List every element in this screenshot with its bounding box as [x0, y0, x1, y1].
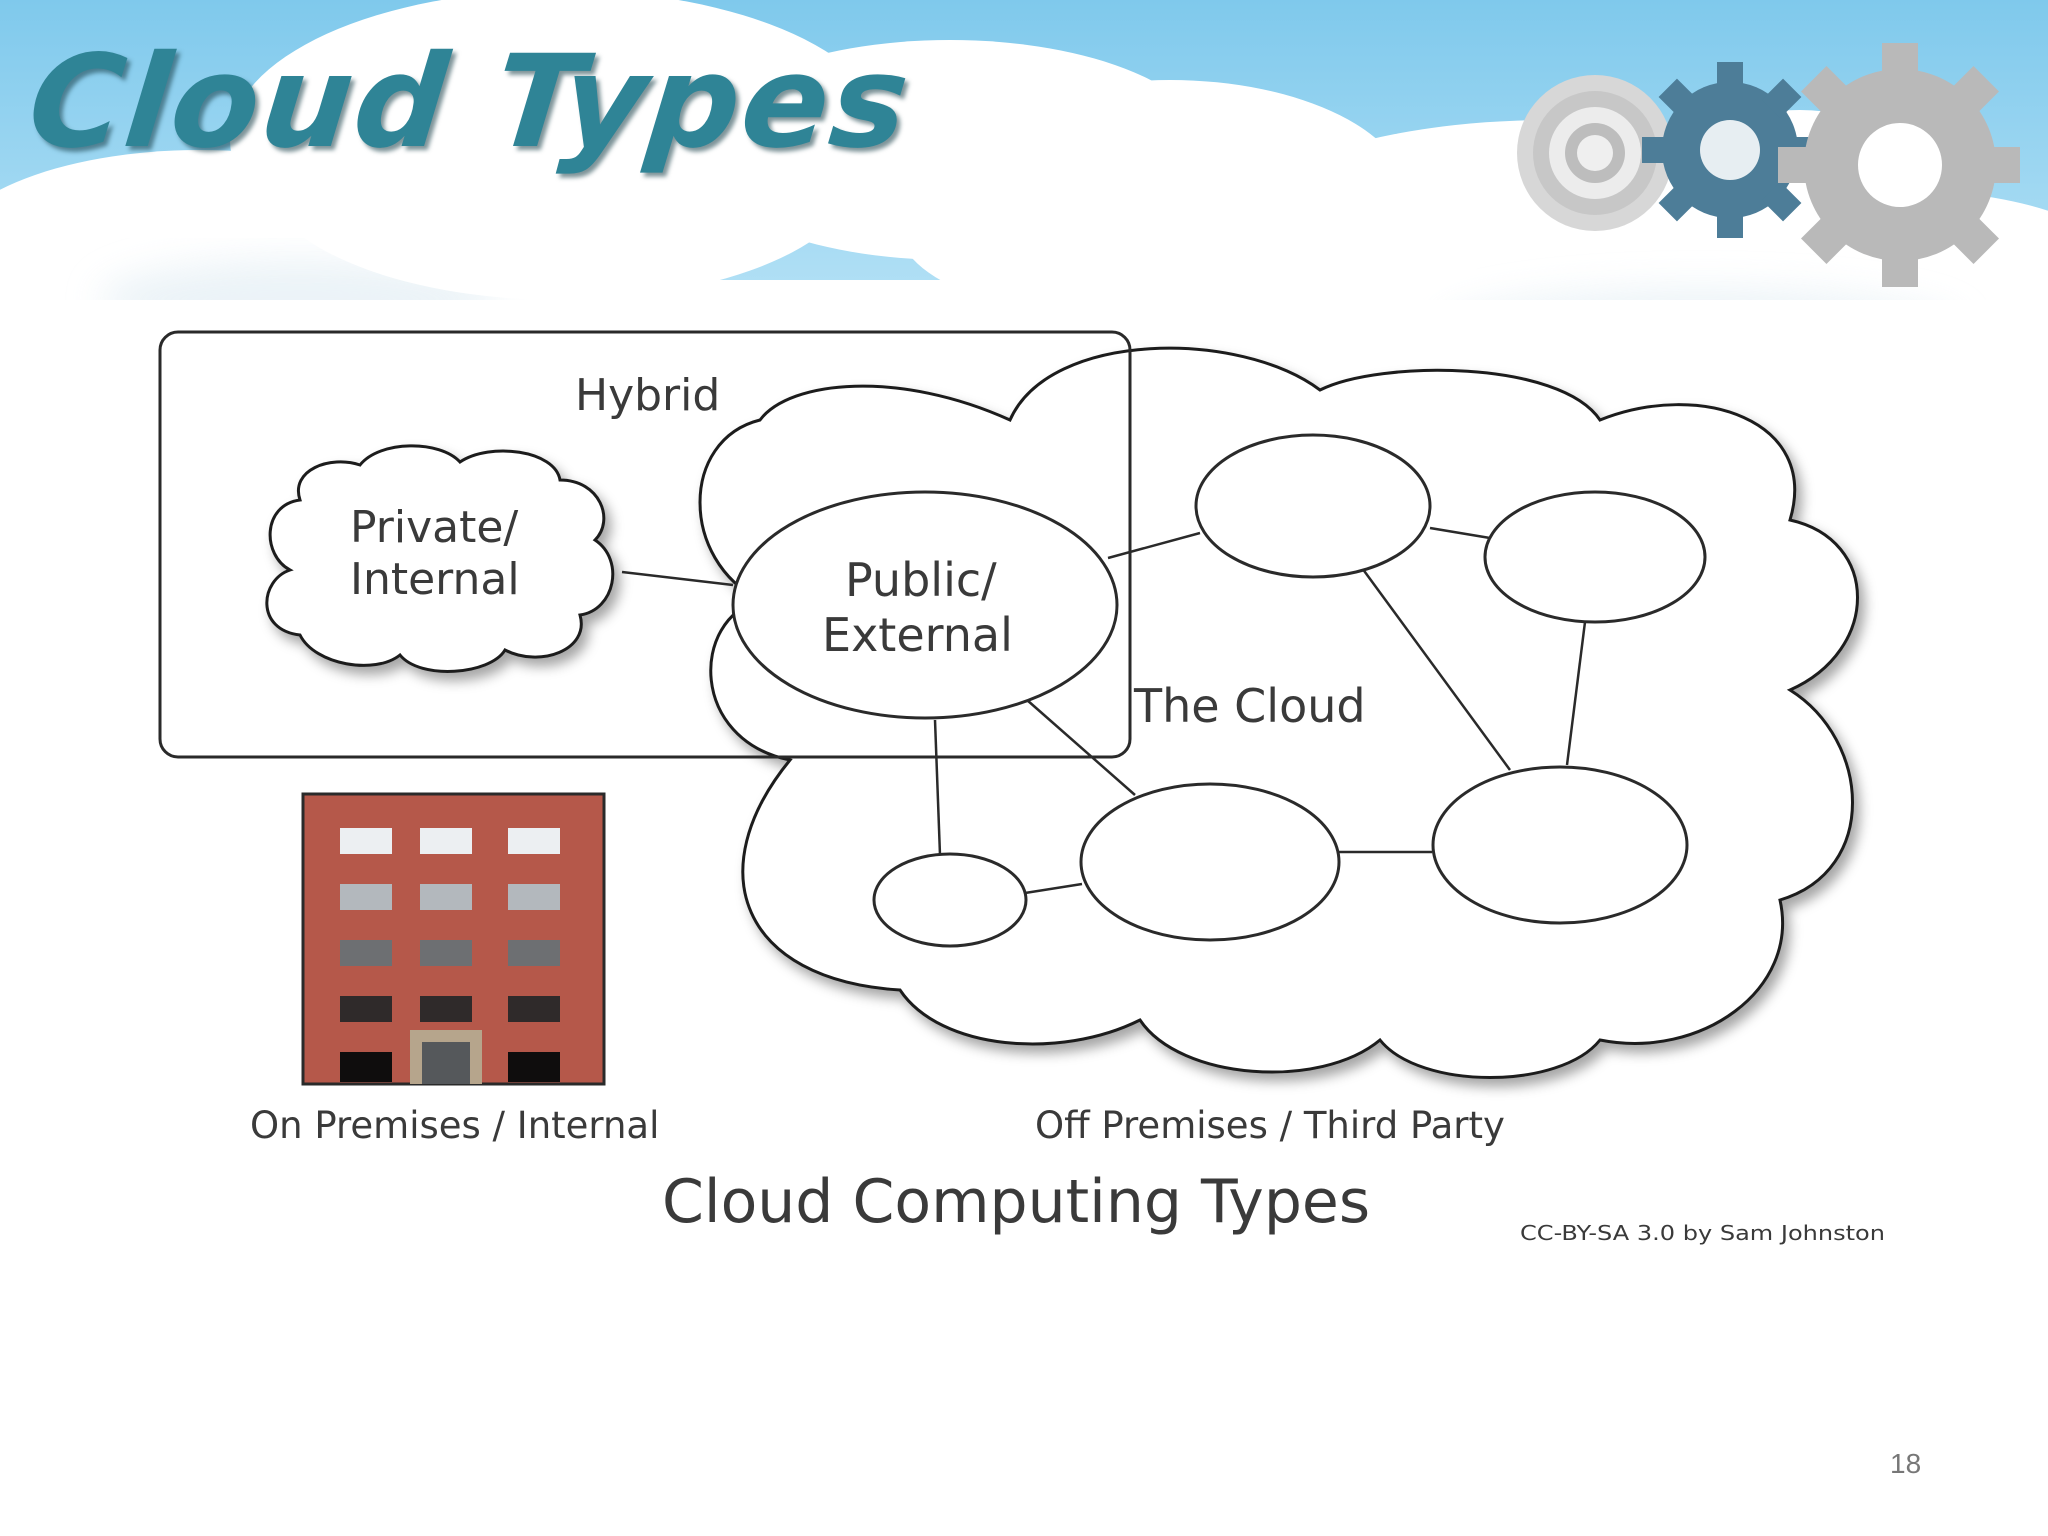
on-premises-label: On Premises / Internal: [250, 1104, 659, 1147]
the-cloud-label: The Cloud: [1133, 679, 1366, 733]
cloud-node-4: [1079, 782, 1341, 942]
gears-icon: [1517, 43, 2020, 287]
credit-label: CC-BY-SA 3.0 by Sam Johnston: [1520, 1221, 1885, 1245]
hybrid-label: Hybrid: [575, 370, 720, 421]
cloud-node-5: [872, 852, 1028, 948]
public-external-node: [731, 490, 1119, 720]
diagram-caption: Cloud Computing Types: [662, 1167, 1370, 1237]
public-label-line2: External: [822, 608, 1013, 662]
cloud-node-2: [1483, 490, 1707, 624]
private-label-line2: Internal: [350, 554, 520, 605]
public-label-line1: Public/: [845, 553, 997, 607]
private-label-line1: Private/: [350, 502, 518, 553]
page-number: 18: [1890, 1448, 1922, 1479]
hybrid-boundary: [158, 330, 1132, 759]
building-icon: [301, 792, 606, 1086]
cloud-node-3: [1431, 765, 1689, 925]
network-links: [621, 526, 1587, 895]
cloud-node-1: [1194, 433, 1432, 579]
private-cloud-shape: [265, 444, 615, 673]
off-premises-label: Off Premises / Third Party: [1035, 1104, 1505, 1147]
